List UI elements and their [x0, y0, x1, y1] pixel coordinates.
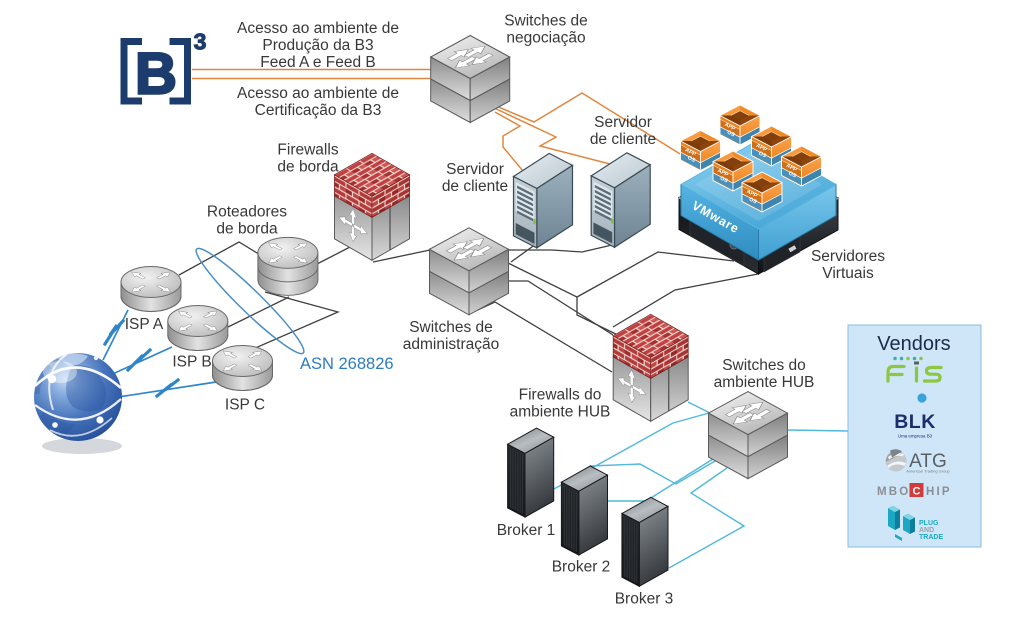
svg-text:Virtuais: Virtuais — [822, 265, 874, 282]
svg-text:Roteadores: Roteadores — [207, 204, 287, 221]
svg-text:AND: AND — [919, 527, 934, 534]
svg-text:3: 3 — [194, 29, 207, 55]
svg-text:Switches de: Switches de — [504, 13, 588, 30]
svg-text:Broker 1: Broker 1 — [497, 522, 556, 539]
svg-text:Acesso ao ambiente de: Acesso ao ambiente de — [237, 20, 399, 37]
svg-text:de borda: de borda — [216, 221, 278, 238]
svg-text:Produção da B3: Produção da B3 — [262, 37, 373, 54]
svg-text:Broker 3: Broker 3 — [615, 591, 674, 608]
svg-text:ASN 268826: ASN 268826 — [300, 355, 394, 373]
svg-text:Switches de: Switches de — [409, 319, 493, 336]
svg-text:BLK: BLK — [894, 411, 936, 433]
svg-text:ATG: ATG — [909, 451, 947, 472]
svg-text:HIP: HIP — [926, 486, 952, 498]
svg-text:Servidores: Servidores — [811, 248, 885, 265]
svg-text:Servidor: Servidor — [446, 161, 504, 178]
svg-text:Firewalls do: Firewalls do — [519, 387, 602, 404]
svg-text:Switches do: Switches do — [722, 357, 806, 374]
svg-text:Certificação da B3: Certificação da B3 — [255, 102, 382, 119]
svg-text:C: C — [913, 486, 921, 498]
svg-text:Feed A e Feed B: Feed A e Feed B — [260, 54, 375, 71]
svg-text:ISP B: ISP B — [172, 354, 211, 371]
svg-text:de cliente: de cliente — [590, 131, 656, 148]
svg-text:ambiente HUB: ambiente HUB — [714, 374, 815, 391]
svg-text:Vendors: Vendors — [877, 333, 950, 355]
svg-text:ambiente HUB: ambiente HUB — [510, 404, 611, 421]
svg-text:MBO: MBO — [877, 486, 910, 498]
svg-text:Servidor: Servidor — [594, 114, 652, 131]
svg-text:Uma empresa B3: Uma empresa B3 — [898, 434, 933, 439]
svg-text:Acesso ao ambiente de: Acesso ao ambiente de — [237, 85, 399, 102]
svg-text:American Trading Group: American Trading Group — [906, 469, 950, 474]
svg-text:ISP C: ISP C — [225, 397, 265, 414]
svg-text:Broker 2: Broker 2 — [552, 559, 611, 576]
svg-text:negociação: negociação — [506, 30, 585, 47]
svg-text:ISP A: ISP A — [125, 316, 164, 333]
svg-text:PLUG: PLUG — [919, 520, 939, 527]
svg-text:Firewalls: Firewalls — [277, 142, 338, 159]
svg-text:de cliente: de cliente — [442, 178, 508, 195]
svg-text:TRADE: TRADE — [919, 534, 943, 541]
svg-text:de borda: de borda — [277, 159, 339, 176]
svg-text:B: B — [135, 42, 177, 107]
svg-text:administração: administração — [403, 336, 500, 353]
